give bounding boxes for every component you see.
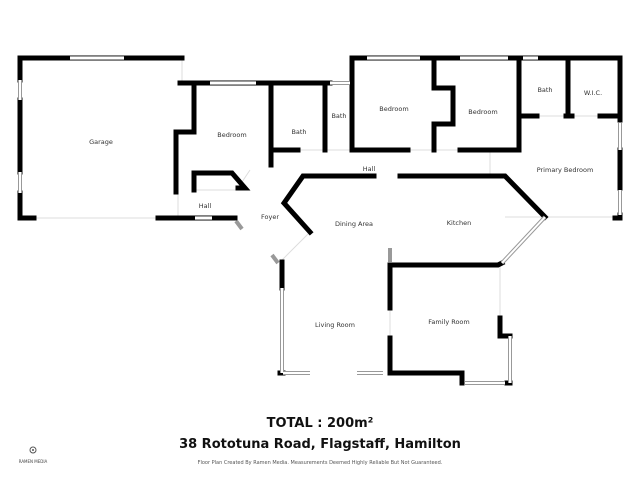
logo-icon — [29, 446, 37, 454]
logo-text: RAMEN MEDIA — [18, 459, 48, 464]
windows — [18, 56, 622, 385]
label-kitchen: Kitchen — [447, 219, 471, 227]
label-dining-area: Dining Area — [335, 220, 373, 228]
label-bath-3: Bath — [537, 86, 552, 94]
total-area: TOTAL : 200m² — [266, 416, 374, 431]
label-primary-bedroom: Primary Bedroom — [537, 166, 594, 174]
label-bedroom-1: Bedroom — [217, 131, 246, 139]
label-living-room: Living Room — [315, 321, 355, 329]
label-bath-2: Bath — [331, 112, 346, 120]
label-foyer: Foyer — [261, 213, 279, 221]
label-wic: W.I.C. — [584, 89, 602, 97]
property-address: 38 Rototuna Road, Flagstaff, Hamilton — [179, 437, 461, 452]
walls — [17, 55, 623, 386]
label-hall-2: Hall — [363, 165, 376, 173]
label-hall-1: Hall — [199, 202, 212, 210]
label-garage: Garage — [89, 138, 113, 146]
label-family-room: Family Room — [428, 318, 470, 326]
room-labels: Garage Bedroom Bath Bath Bedroom Bedroom… — [89, 86, 602, 329]
disclaimer: Floor Plan Created By Ramen Media. Measu… — [197, 460, 443, 466]
label-bedroom-2: Bedroom — [379, 105, 408, 113]
ramen-media-logo: RAMEN MEDIA — [14, 440, 52, 464]
label-bath-1: Bath — [291, 128, 306, 136]
label-bedroom-3: Bedroom — [468, 108, 497, 116]
